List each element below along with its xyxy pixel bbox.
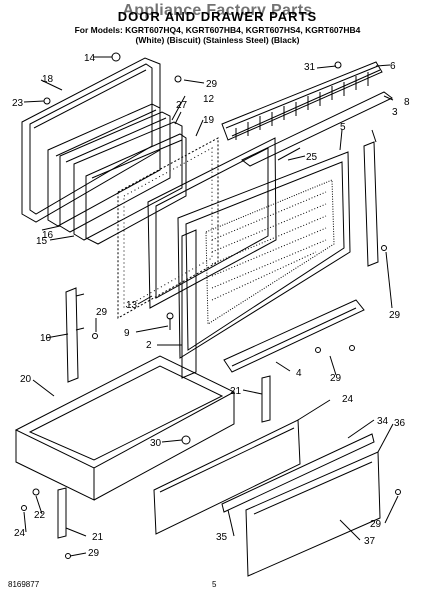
door-bottom-trim (223, 299, 365, 373)
drawer-front-panel (153, 419, 301, 535)
drawer-trim-strips (221, 433, 381, 577)
callout: 27 (176, 100, 188, 111)
vent-grille (221, 61, 393, 167)
callout: 6 (390, 61, 396, 72)
callout: 4 (296, 368, 302, 379)
callout: 3 (392, 107, 398, 118)
callout-labels: 14 18 23 27 29 12 19 31 6 8 3 5 25 15 16… (12, 53, 410, 559)
callout: 30 (150, 438, 162, 449)
footer-part-number: 8169877 (8, 580, 40, 589)
glass-panes (47, 103, 187, 245)
callout: 13 (126, 300, 138, 311)
callout: 29 (206, 79, 218, 90)
callout: 12 (203, 94, 215, 105)
footer-page-number: 5 (212, 580, 217, 589)
callout: 29 (330, 373, 342, 384)
callout: 20 (20, 374, 32, 385)
callout: 2 (146, 340, 152, 351)
storage-drawer (14, 355, 236, 501)
models-line: For Models: KGRT607HQ4, KGRT607HB4, KGRT… (74, 25, 361, 35)
callout: 23 (12, 98, 24, 109)
callout: 29 (96, 307, 108, 318)
callout: 18 (42, 74, 54, 85)
callout: 22 (34, 510, 46, 521)
callout: 19 (203, 115, 215, 126)
callout: 35 (216, 532, 228, 543)
door-side-channels (181, 141, 379, 379)
inner-door-panel (147, 137, 277, 309)
callout: 24 (342, 394, 354, 405)
leader-lines (23, 56, 399, 557)
callout: 15 (36, 236, 48, 247)
page-title: DOOR AND DRAWER PARTS (117, 9, 318, 24)
callout: 21 (230, 386, 242, 397)
callout: 24 (14, 528, 26, 539)
callout: 16 (42, 230, 54, 241)
callout: 25 (306, 152, 318, 163)
callout: 29 (389, 310, 401, 321)
hinges (57, 287, 271, 539)
callout: 8 (404, 97, 410, 108)
callout: 37 (364, 536, 376, 547)
watermark: Appliance Factory Parts (122, 2, 313, 19)
callout: 36 (394, 418, 406, 429)
callout: 5 (340, 122, 346, 133)
callout: 29 (88, 548, 100, 559)
callout: 14 (84, 53, 96, 64)
callout: 21 (92, 532, 104, 543)
callout: 10 (40, 333, 52, 344)
callout: 29 (370, 519, 382, 530)
outer-door-glass (177, 151, 351, 359)
callout: 9 (124, 328, 130, 339)
colors-line: (White) (Biscuit) (Stainless Steel) (Bla… (135, 35, 300, 45)
callout: 34 (377, 416, 389, 427)
callout: 31 (304, 62, 316, 73)
